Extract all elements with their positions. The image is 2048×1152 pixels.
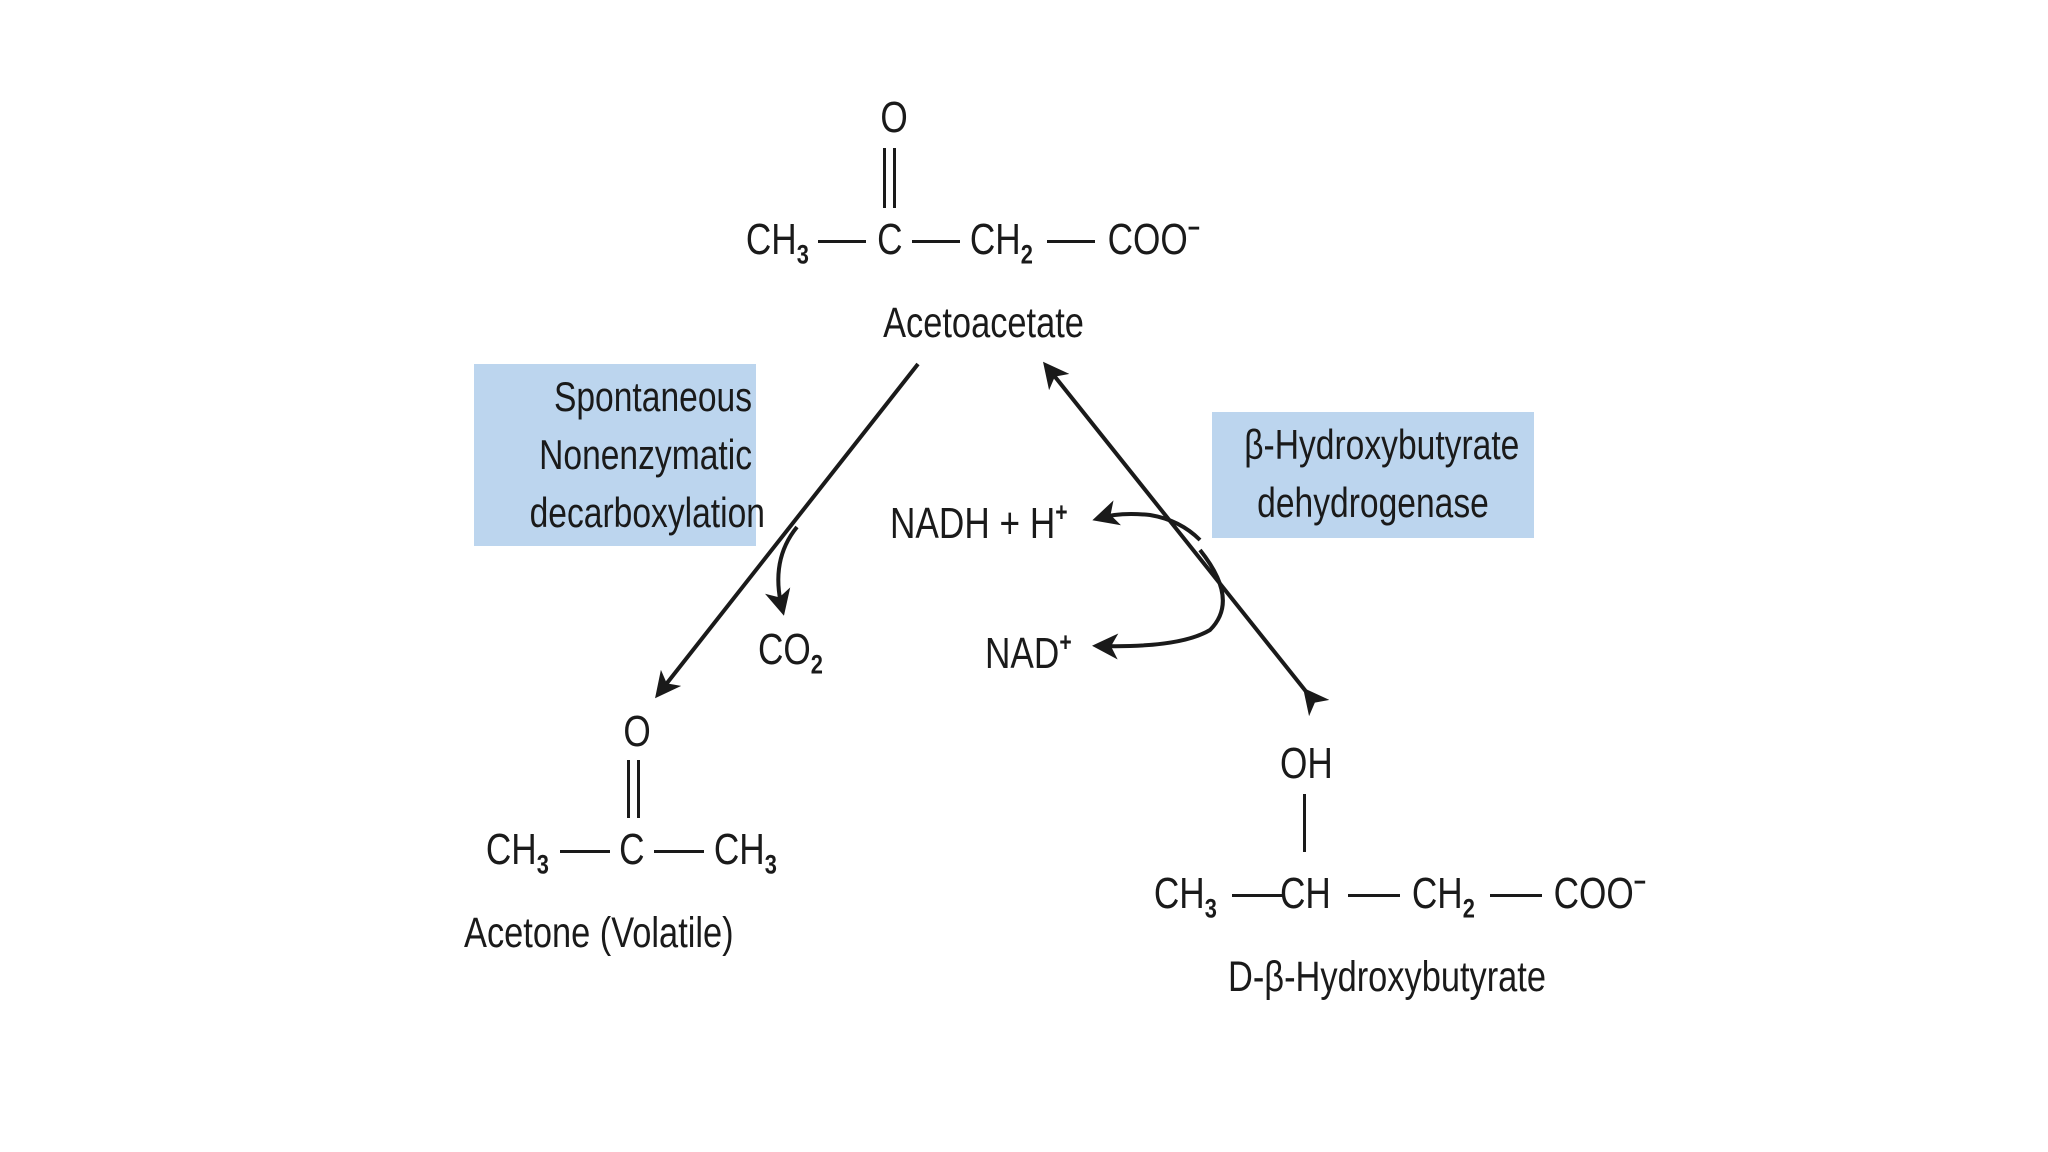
acetoacetate-ch3: CH3 [745, 215, 809, 270]
hydroxybutyrate-ch3: CH3 [1153, 869, 1217, 924]
nad-arrow [1092, 548, 1225, 660]
hydroxybutyrate-name: D-β-Hydroxybutyrate [1228, 953, 1546, 1001]
hydroxybutyrate-bond-2 [1348, 894, 1400, 897]
spontaneous-line-2: Nonenzymatic [539, 431, 752, 478]
acetoacetate-bond-2 [912, 240, 960, 243]
spontaneous-line-1: Spontaneous [553, 373, 752, 420]
hydroxybutyrate-bond-1 [1232, 894, 1284, 897]
reversible-arrow [1043, 361, 1330, 717]
hydroxybutyrate-oh-bond [1303, 794, 1306, 852]
acetone-ch3-right: CH3 [713, 825, 777, 880]
spontaneous-line-3: decarboxylation [529, 489, 765, 536]
acetone-name: Acetone (Volatile) [464, 909, 734, 957]
acetoacetate-name: Acetoacetate [883, 299, 1084, 347]
co2-release-arrow [765, 525, 799, 616]
acetoacetate-bond-1 [818, 240, 866, 243]
acetoacetate-ch2: CH2 [969, 215, 1033, 270]
acetoacetate-carbonyl-c: C [877, 215, 903, 264]
spontaneous-label: Spontaneous Nonenzymatic decarboxylation [474, 368, 765, 542]
hydroxybutyrate-ch2: CH2 [1411, 869, 1475, 924]
acetone-double-bond-right [637, 760, 640, 818]
acetoacetate-coo: COO− [1107, 212, 1201, 264]
decarboxylation-arrow [655, 362, 920, 699]
hydroxybutyrate-oh: OH [1280, 739, 1333, 788]
spontaneous-box [474, 364, 756, 546]
acetone-carbonyl-c: C [619, 825, 645, 874]
acetone-ch3-left: CH3 [485, 825, 549, 880]
acetoacetate-oxygen: O [880, 93, 908, 142]
acetoacetate-double-bond-left [883, 148, 886, 208]
acetoacetate-double-bond-right [893, 148, 896, 208]
nadh-arrow [1092, 500, 1202, 542]
acetoacetate-bond-3 [1047, 240, 1095, 243]
nadh-label: NADH + H+ [890, 496, 1068, 548]
hydroxybutyrate-ch: CH [1280, 869, 1331, 918]
acetone-bond-2 [654, 850, 704, 853]
acetone-double-bond-left [627, 760, 630, 818]
hydroxybutyrate-bond-3 [1490, 894, 1542, 897]
co2-label: CO2 [758, 625, 823, 680]
nad-label: NAD+ [985, 626, 1072, 678]
acetone-bond-1 [560, 850, 610, 853]
acetone-oxygen: O [623, 707, 651, 756]
hydroxybutyrate-coo: COO− [1553, 866, 1647, 918]
